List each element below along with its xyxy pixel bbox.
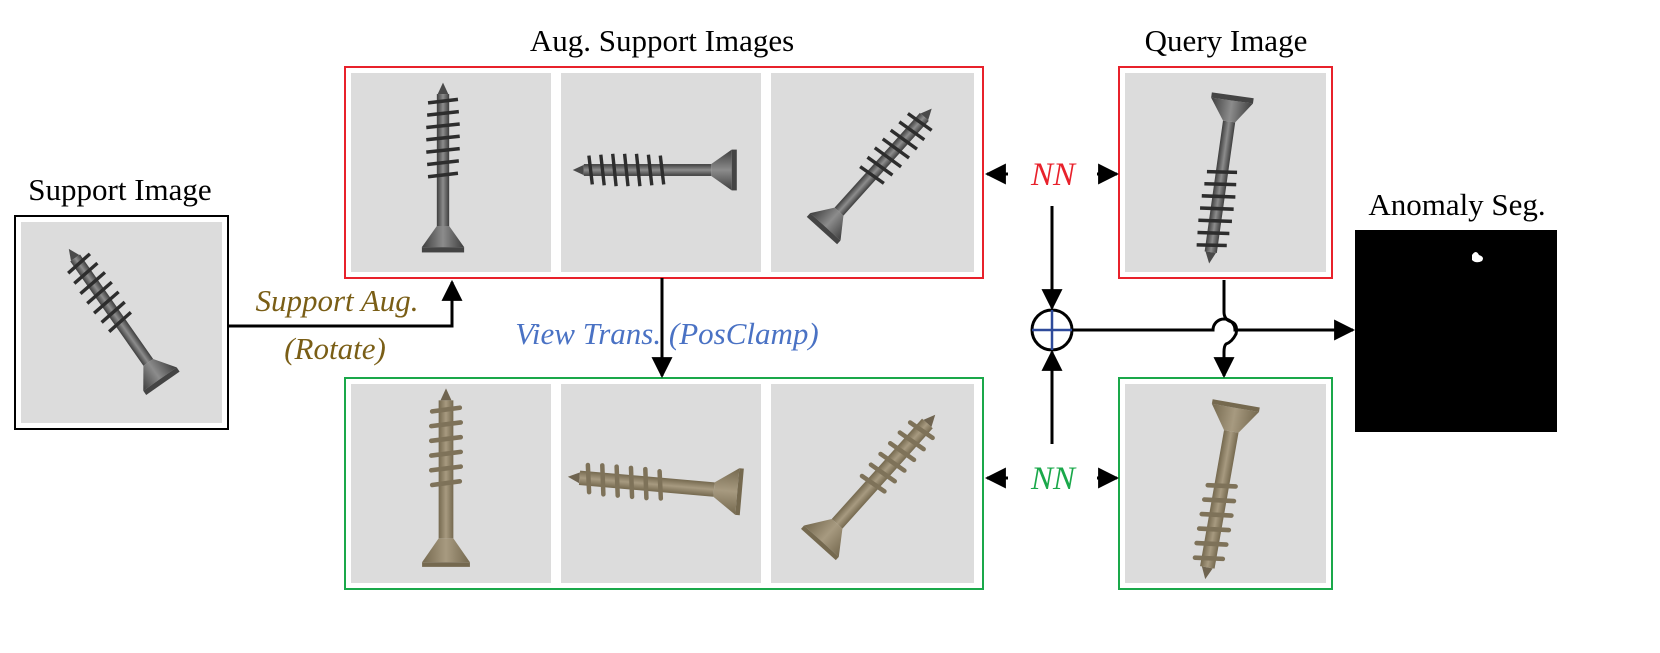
circle-plus-icon (1030, 308, 1074, 352)
aug-support-images-title: Aug. Support Images (530, 23, 794, 58)
query-image (1118, 66, 1333, 279)
output-arrow (1072, 317, 1356, 341)
support-aug-arrow (228, 279, 463, 328)
query-trans-arrow (1213, 280, 1238, 379)
rotate-label: (Rotate) (284, 331, 386, 366)
view-transformed-images-panel (344, 377, 984, 590)
query-image-title: Query Image (1145, 23, 1308, 58)
support-image (14, 215, 229, 430)
nn-top-label: NN (1030, 157, 1077, 193)
nn-bottom-label: NN (1030, 461, 1077, 497)
anomaly-seg-title: Anomaly Seg. (1368, 187, 1545, 222)
transformed-query-image (1118, 377, 1333, 590)
view-trans-label: View Trans. (PosClamp) (515, 316, 818, 351)
aug-support-images-panel (344, 66, 984, 279)
support-image-title: Support Image (28, 172, 211, 207)
anomaly-seg-map (1355, 230, 1557, 432)
support-aug-label: Support Aug. (255, 283, 418, 318)
